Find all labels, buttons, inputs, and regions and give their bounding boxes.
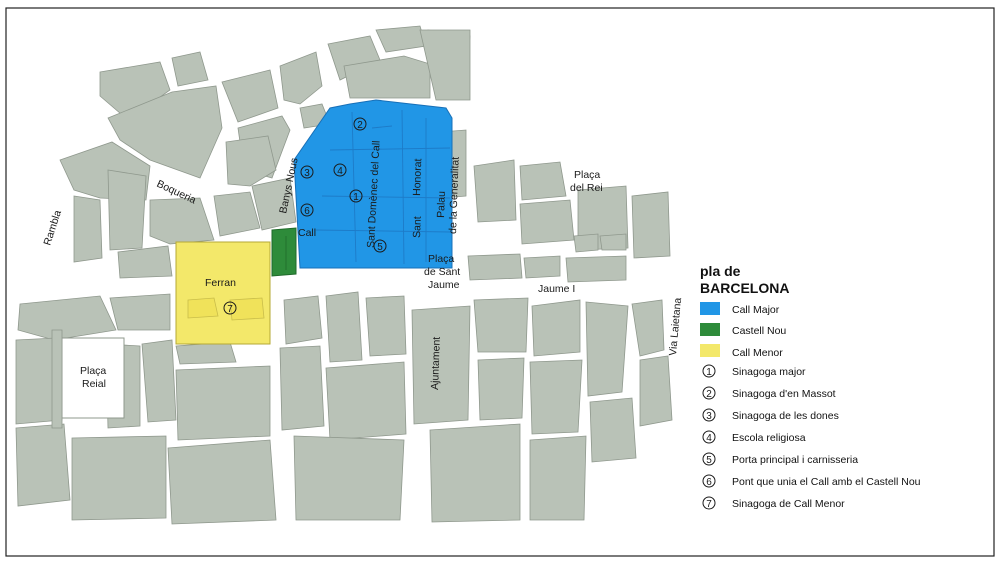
marker-6: 6 (300, 203, 314, 217)
placa-sant-jaume-label-1: Plaça (428, 253, 454, 265)
call-major-streets (315, 109, 451, 265)
svg-text:Porta principal i carnisseria: Porta principal i carnisseria (732, 454, 858, 466)
legend-zone-castell-nou: Castell Nou (732, 325, 786, 337)
ajuntament-label: Ajuntament (429, 337, 443, 391)
placa-reial (61, 337, 125, 419)
street-palau-1: Palau (435, 191, 448, 218)
street-sant-honorat-2: Sant (411, 216, 424, 238)
legend-swatch-call-menor (700, 344, 720, 357)
svg-text:Sinagoga major: Sinagoga major (732, 366, 806, 378)
marker-1: 1 (349, 189, 363, 203)
marker-4: 4 (333, 163, 347, 177)
castell-nou-zone (271, 227, 297, 277)
svg-text:7: 7 (227, 304, 233, 315)
legend-zone-call-major: Call Major (732, 304, 780, 316)
svg-text:7: 7 (706, 499, 712, 510)
legend-item-6: 6 Pont que unia el Call amb el Castell N… (702, 474, 921, 488)
placa-sant-jaume-label-2: de Sant (424, 266, 460, 278)
marker-3: 3 (300, 165, 314, 179)
svg-text:5: 5 (706, 455, 712, 466)
svg-text:2: 2 (706, 389, 712, 400)
placa-reial-label-1: Plaça (80, 365, 106, 377)
legend-item-5: 5 Porta principal i carnisseria (702, 452, 858, 466)
svg-text:4: 4 (706, 433, 712, 444)
legend-title-line1: pla de (700, 263, 741, 279)
legend-zone-call-menor: Call Menor (732, 347, 783, 359)
legend-item-1: 1 Sinagoga major (702, 364, 806, 378)
svg-text:1: 1 (706, 367, 712, 378)
street-via-laietana: Via Laietana (667, 297, 684, 356)
street-jaume-i: Jaume I (538, 283, 575, 295)
svg-text:6: 6 (304, 206, 310, 217)
legend-title-line2: BARCELONA (700, 280, 789, 296)
street-ferran: Ferran (205, 277, 236, 289)
placa-rei-label-1: Plaça (574, 169, 600, 181)
svg-text:5: 5 (377, 242, 383, 253)
legend-swatch-castell-nou (700, 323, 720, 336)
legend-item-3: 3 Sinagoga de les dones (702, 408, 839, 422)
svg-text:4: 4 (337, 166, 343, 177)
svg-text:Pont que unia el Call amb el C: Pont que unia el Call amb el Castell Nou (732, 476, 921, 488)
marker-7: 7 (223, 301, 237, 315)
legend-item-7: 7 Sinagoga de Call Menor (702, 496, 845, 510)
street-palau-2: de la Generalitat (447, 157, 462, 235)
street-sant-honorat-1: Honorat (411, 158, 424, 196)
call-major-zone (293, 99, 453, 269)
svg-text:Sinagoga d'en Massot: Sinagoga d'en Massot (732, 388, 836, 400)
call-menor-streets (187, 297, 265, 321)
marker-2: 2 (353, 117, 367, 131)
svg-text:3: 3 (304, 168, 310, 179)
svg-text:3: 3 (706, 411, 712, 422)
svg-text:2: 2 (357, 120, 363, 131)
call-menor-zone (175, 241, 271, 345)
svg-text:Sinagoga de Call Menor: Sinagoga de Call Menor (732, 498, 845, 510)
svg-text:6: 6 (706, 477, 712, 488)
marker-5: 5 (373, 239, 387, 253)
city-blocks (15, 25, 673, 525)
street-call: Call (298, 227, 316, 239)
legend-item-2: 2 Sinagoga d'en Massot (702, 386, 836, 400)
placa-rei-label-2: del Rei (570, 182, 603, 194)
placa-reial-label-2: Reial (82, 378, 106, 390)
legend: pla de BARCELONA Call Major Castell Nou … (700, 263, 921, 510)
svg-text:1: 1 (353, 192, 359, 203)
svg-text:Escola religiosa: Escola religiosa (732, 432, 806, 444)
street-sant-domenec: Sant Domènec del Call (365, 140, 383, 248)
legend-swatch-call-major (700, 302, 720, 315)
svg-text:Sinagoga de les dones: Sinagoga de les dones (732, 410, 839, 422)
placa-sant-jaume-label-3: Jaume (428, 279, 460, 291)
legend-item-4: 4 Escola religiosa (702, 430, 806, 444)
